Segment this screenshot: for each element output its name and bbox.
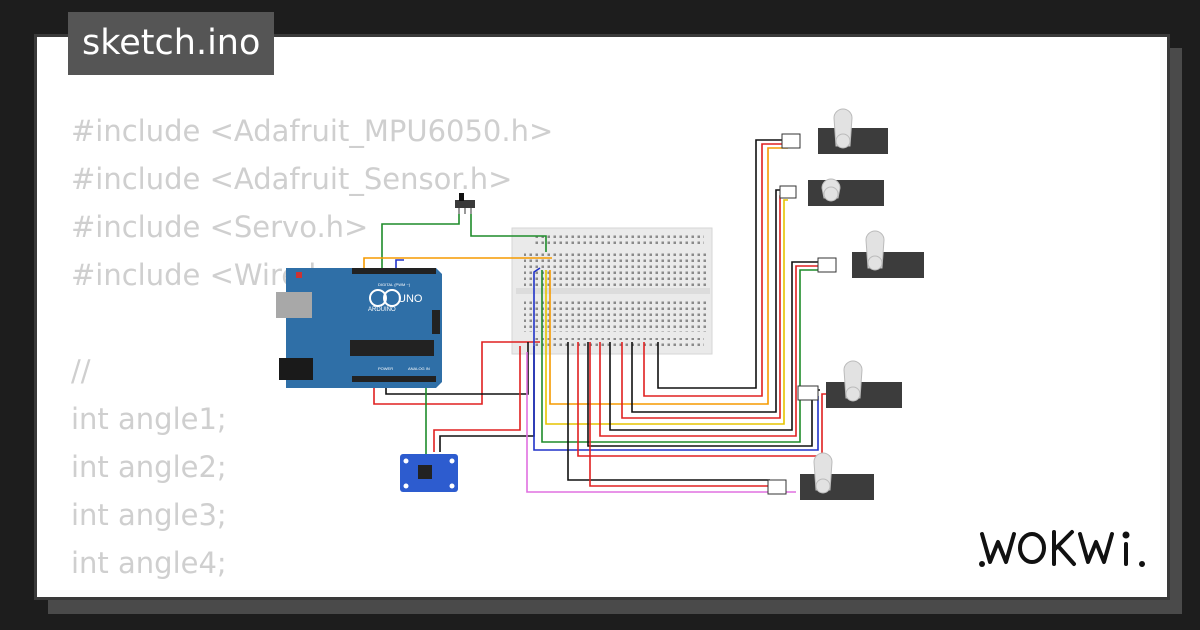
- code-line-6: //: [71, 354, 91, 388]
- code-line-7: int angle1;: [71, 402, 227, 436]
- wire-servo1-red: [643, 143, 788, 397]
- board-brand: ARDUINO: [368, 307, 396, 313]
- arduino-uno-board[interactable]: UNO ARDUINO DIGITAL (PWM ~) POWER ANALOG…: [276, 268, 442, 388]
- wire-servo5-red: [589, 342, 770, 487]
- wire-servo1-black: [657, 139, 788, 389]
- digital-header-label: DIGITAL (PWM ~): [378, 282, 411, 287]
- wire-red-5v: [373, 341, 540, 405]
- wire-servo1-orange: [549, 147, 788, 405]
- power-header-label: POWER: [378, 366, 393, 371]
- code-editor: #include <Adafruit_MPU6050.h> #include <…: [71, 107, 554, 597]
- wire-pink: [526, 352, 796, 493]
- servo-1[interactable]: [781, 108, 888, 154]
- mpu6050-sensor[interactable]: [400, 454, 458, 492]
- code-line-8: int angle2;: [71, 450, 227, 484]
- wire-servo5-black: [567, 342, 770, 481]
- wokwi-logo-mark: [979, 530, 1145, 567]
- servo-5[interactable]: [767, 452, 874, 500]
- board-model: UNO: [398, 293, 423, 305]
- code-line-9: int angle3;: [71, 498, 227, 532]
- usb-port: [276, 292, 312, 318]
- servo-3[interactable]: [817, 230, 924, 278]
- wire-servo3-black: [609, 261, 820, 431]
- wire-blue-bb: [533, 267, 819, 451]
- code-line-2: #include <Adafruit_Sensor.h>: [71, 162, 513, 196]
- code-line-3: #include <Servo.h>: [71, 210, 369, 244]
- wire-mpu-red: [433, 346, 521, 452]
- reset-button: [296, 272, 302, 278]
- wire-servo2-yellow: [545, 199, 788, 425]
- code-line-11: int angle5;: [71, 587, 553, 597]
- servo-2[interactable]: [779, 178, 884, 206]
- servo-4[interactable]: [797, 360, 902, 408]
- wire-servo3-red: [599, 265, 820, 437]
- wire-orange-d: [363, 257, 552, 268]
- code-line-4: #include <Wire.h>: [71, 258, 352, 292]
- wire-blue-d: [395, 259, 404, 268]
- code-line-10: int angle4;: [71, 546, 227, 580]
- analog-header-label: ANALOG IN: [408, 366, 430, 371]
- power-jack: [279, 358, 313, 380]
- wire-green-switch-2: [470, 214, 547, 252]
- atmega-chip: [350, 340, 434, 356]
- slide-switch[interactable]: [455, 193, 475, 214]
- wire-servo3-green: [541, 269, 820, 443]
- wire-green-switch: [381, 214, 460, 268]
- file-tab[interactable]: sketch.ino: [68, 12, 275, 75]
- code-line-1: #include <Adafruit_MPU6050.h>: [71, 114, 554, 148]
- wokwi-logo: [976, 524, 1148, 574]
